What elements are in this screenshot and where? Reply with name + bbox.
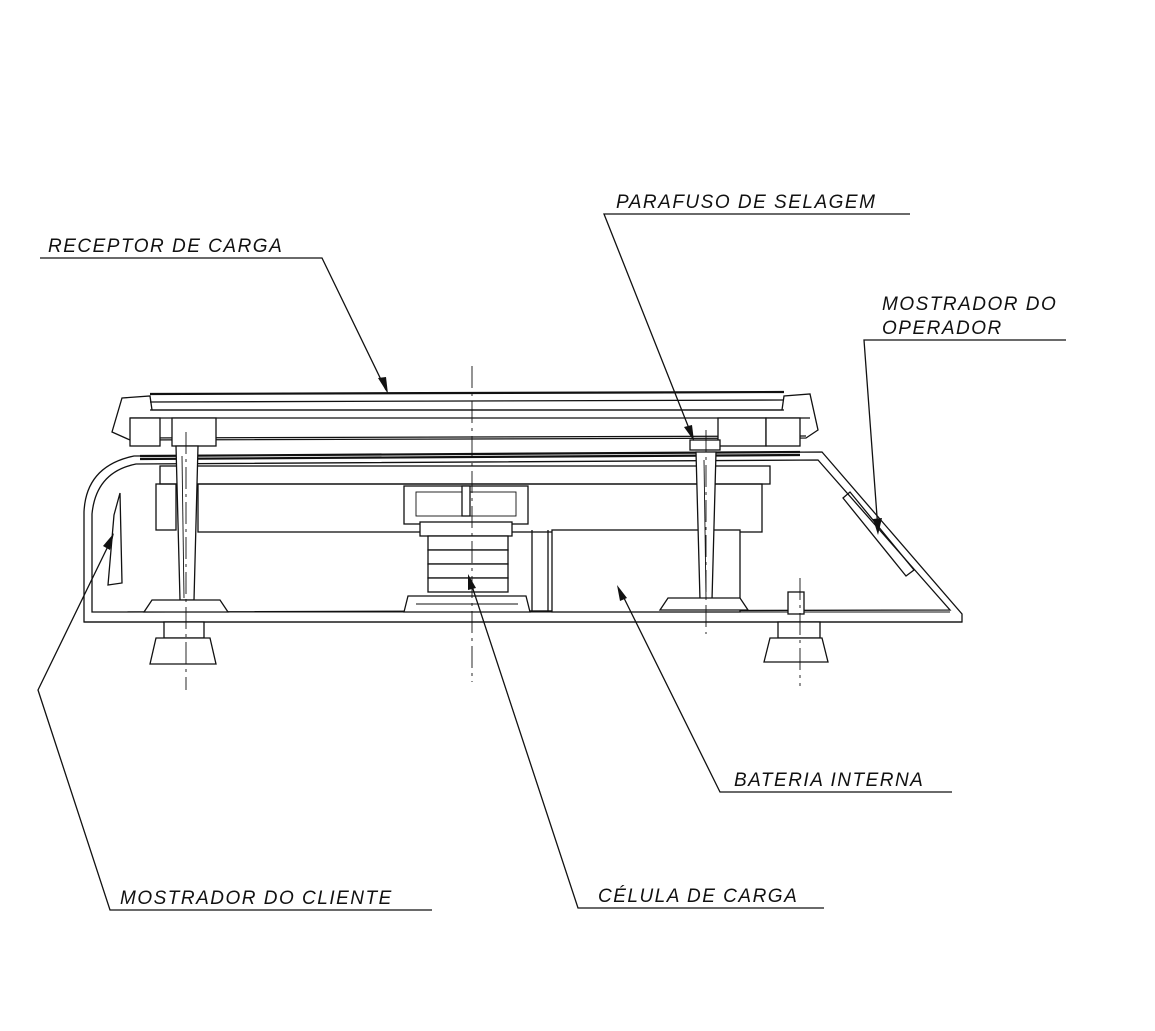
scale-housing bbox=[83, 451, 963, 623]
right-support-column bbox=[658, 439, 750, 611]
label-mostrador-do-cliente: MOSTRADOR DO CLIENTE bbox=[120, 888, 393, 909]
left-support-column bbox=[142, 445, 230, 665]
label-mostrador-do-operador-1: MOSTRADOR DO bbox=[882, 294, 1057, 315]
customer-display-window bbox=[107, 492, 123, 586]
right-foot-assembly bbox=[763, 591, 829, 663]
right-foot bbox=[763, 637, 829, 663]
load-cell bbox=[403, 535, 531, 613]
label-celula-de-carga: CÉLULA DE CARGA bbox=[598, 886, 798, 907]
left-foot bbox=[149, 637, 217, 665]
leader-lines bbox=[37, 213, 1066, 911]
load-receptor-plate bbox=[111, 390, 819, 461]
label-mostrador-do-operador-2: OPERADOR bbox=[882, 318, 1003, 339]
operator-display-window bbox=[842, 491, 915, 577]
diagram-labels: RECEPTOR DE CARGA PARAFUSO DE SELAGEM MO… bbox=[48, 192, 1057, 909]
label-bateria-interna: BATERIA INTERNA bbox=[734, 770, 924, 791]
label-parafuso-de-selagem: PARAFUSO DE SELAGEM bbox=[616, 192, 876, 213]
center-lines bbox=[185, 366, 801, 690]
label-receptor-de-carga: RECEPTOR DE CARGA bbox=[48, 236, 283, 257]
